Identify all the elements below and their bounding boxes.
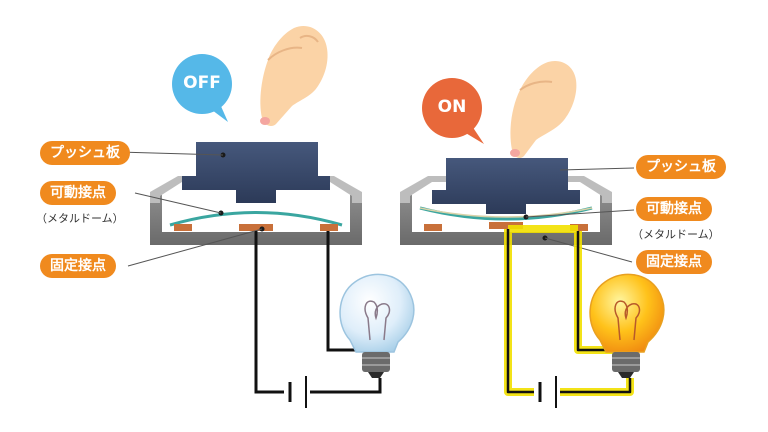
movable-contact-sublabel-off: （メタルドーム） <box>36 212 124 225</box>
light-bulb-icon <box>589 273 665 378</box>
on-panel <box>400 60 665 408</box>
push-plate-label-off: プッシュ板 <box>40 141 130 165</box>
off-panel <box>117 25 415 408</box>
fixed-contact-label-off: 固定接点 <box>40 254 116 278</box>
on-state-bubble <box>422 78 484 144</box>
metal-dome-on <box>419 206 593 221</box>
push-plate-label-on: プッシュ板 <box>636 155 726 179</box>
leader-lines-on <box>525 167 635 263</box>
light-bulb-icon <box>339 273 415 378</box>
on-state-label: ON <box>437 97 467 117</box>
off-state-bubble <box>172 54 232 122</box>
circuit-wires-on <box>504 225 634 396</box>
battery-symbol-icon <box>538 376 557 408</box>
hand-pointer-icon <box>260 25 328 126</box>
fixed-contact-label-on: 固定接点 <box>636 250 712 274</box>
push-plate-off <box>182 142 330 203</box>
metal-dome-off <box>169 211 343 227</box>
push-plate-on <box>432 158 580 214</box>
movable-contact-label-on: 可動接点 <box>636 197 712 221</box>
circuit-wires-off <box>254 231 382 394</box>
hand-pointer-icon <box>510 60 577 159</box>
battery-symbol-icon <box>288 376 307 408</box>
movable-contact-label-off: 可動接点 <box>40 181 116 205</box>
movable-contact-sublabel-on: （メタルドーム） <box>632 228 720 241</box>
off-state-label: OFF <box>183 73 221 93</box>
leader-lines-off <box>117 151 263 267</box>
